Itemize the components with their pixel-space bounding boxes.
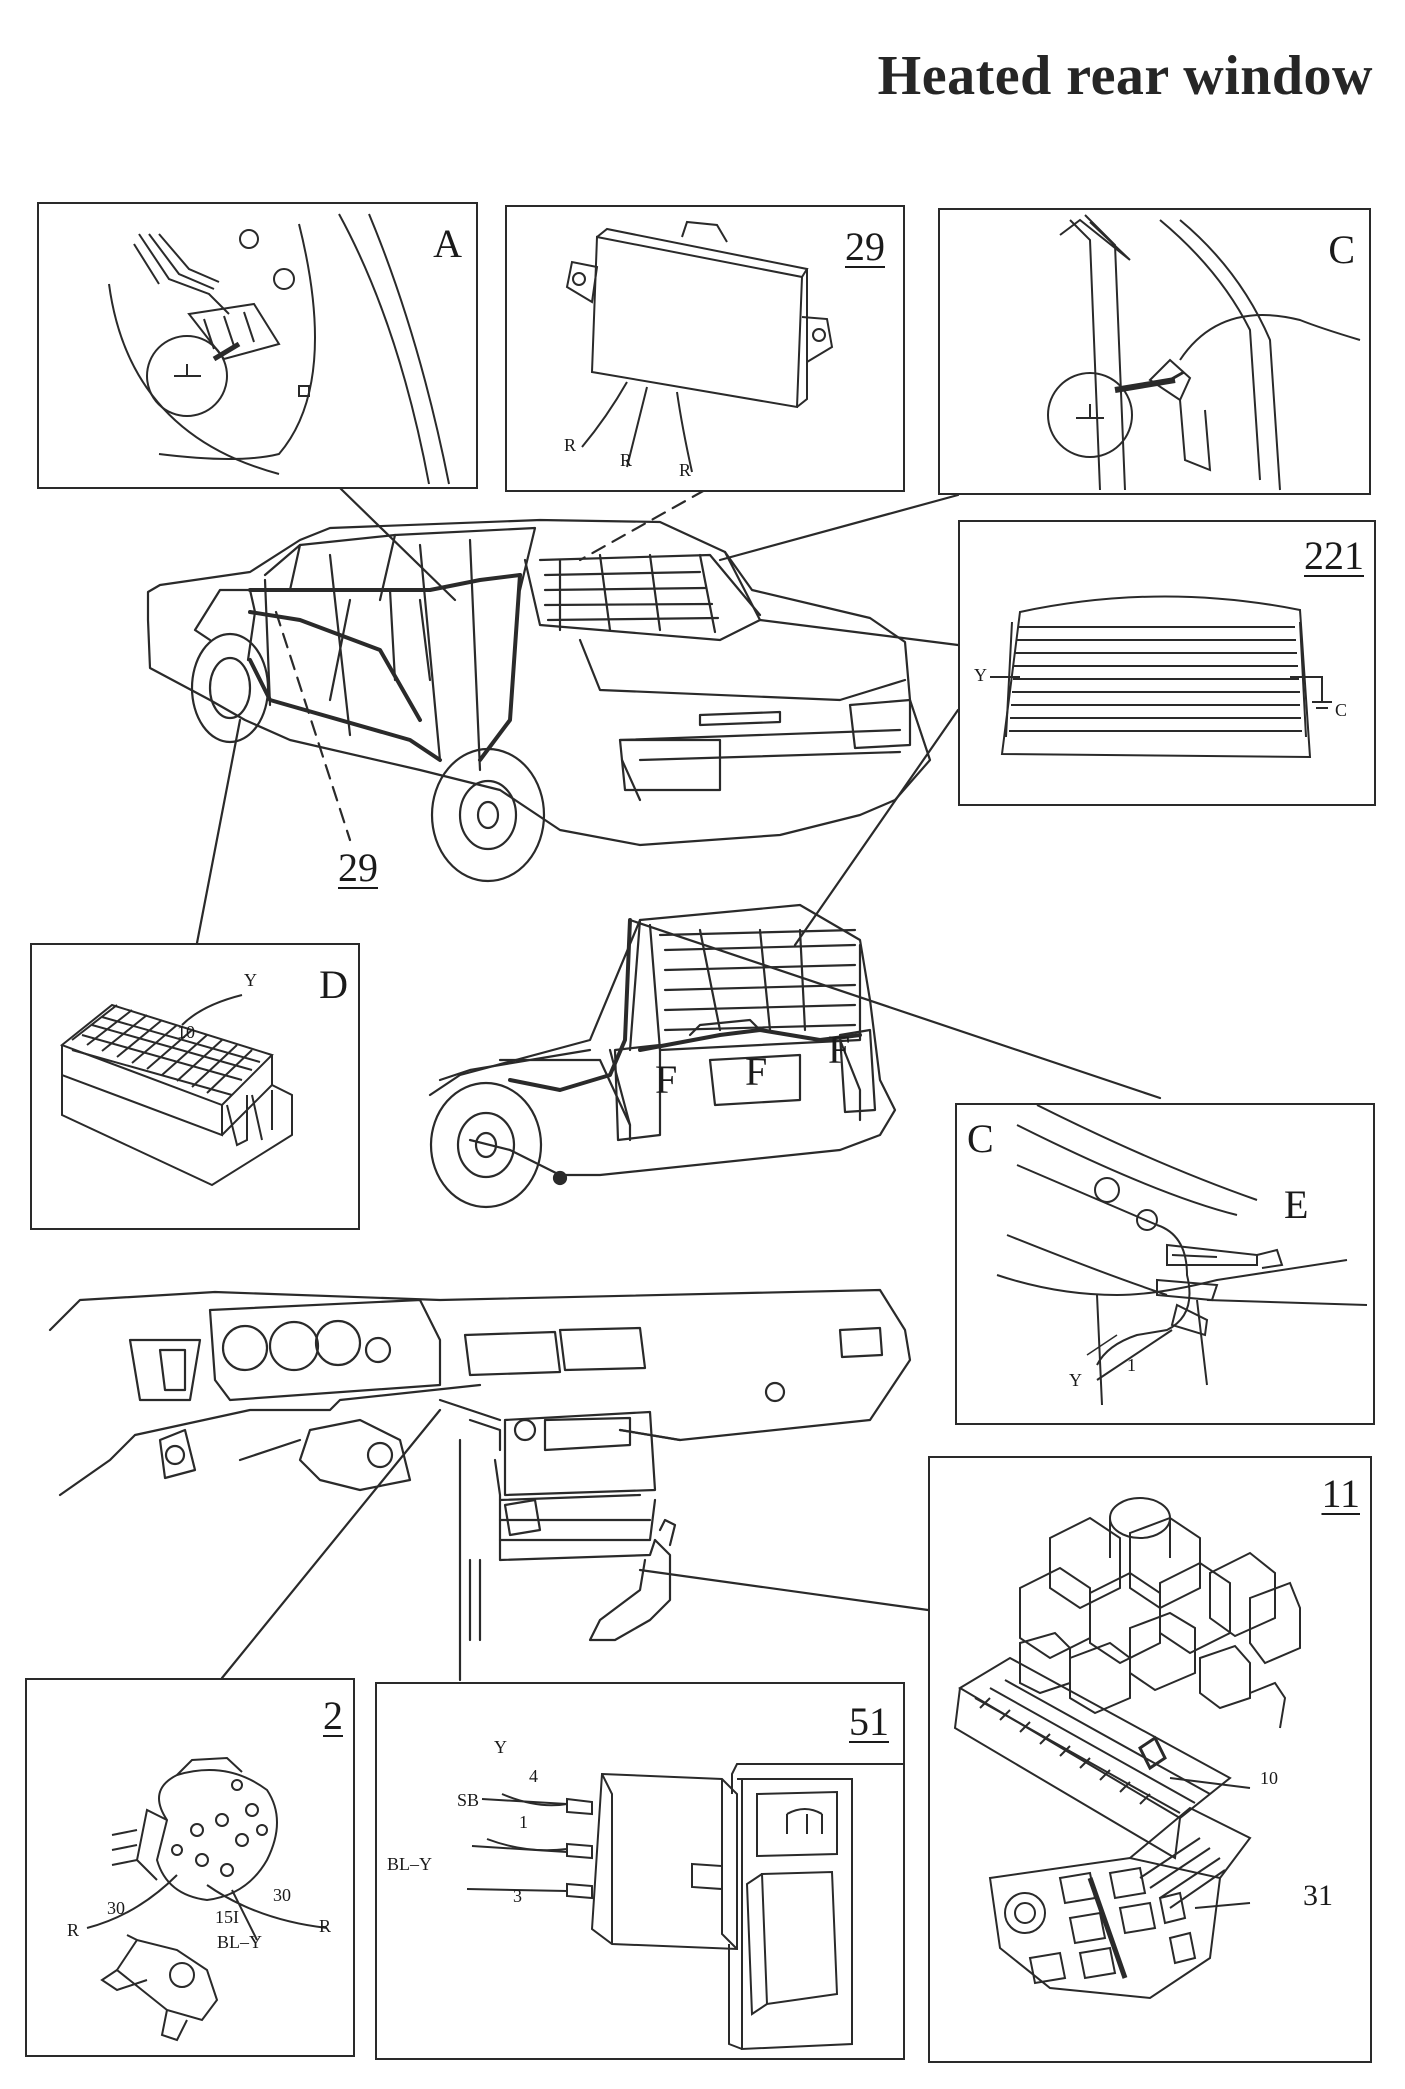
- wire-R-1: R: [564, 435, 577, 455]
- wire-BL-Y: BL–Y: [387, 1854, 432, 1874]
- ignition-switch-drawing: [86, 1756, 328, 2042]
- rocker-switch-drawing: [466, 1763, 903, 2051]
- pin-1: 1: [1127, 1355, 1136, 1375]
- wire-Y: Y: [244, 970, 257, 990]
- leader-D: [195, 718, 242, 945]
- page-title: Heated rear window: [877, 45, 1373, 107]
- wagon-drawing: [428, 903, 897, 1209]
- panel-29: 29 R R R: [505, 205, 905, 492]
- ref-31: 31: [1303, 1879, 1333, 1912]
- leader-221a: [758, 618, 960, 647]
- ground-point-drawing: [108, 213, 450, 485]
- wire-Y: Y: [974, 665, 987, 685]
- panel-221-label: 221: [1304, 533, 1364, 578]
- panel-11-label: 11: [1321, 1471, 1360, 1516]
- panel-51-label: 51: [849, 1699, 889, 1744]
- leader-29-lower: [274, 610, 352, 842]
- wire-R-right: R: [319, 1916, 332, 1936]
- leader-C: [718, 493, 960, 562]
- panel-2-label: 2: [323, 1693, 343, 1738]
- panel-D: D Y 10: [30, 943, 360, 1230]
- wire-R-3: R: [679, 460, 692, 480]
- sedan-drawing: [146, 518, 932, 883]
- panel-221: 221 Y C: [958, 520, 1376, 806]
- pin-30-left: 30: [107, 1898, 125, 1918]
- leader-2: [220, 1408, 442, 1680]
- panel-11: 11 10 31: [928, 1456, 1372, 2063]
- wire-SB: SB: [457, 1790, 480, 1810]
- panel-D-label: D: [319, 962, 348, 1007]
- panel-C-top: C: [938, 208, 1371, 495]
- control-module-drawing: [565, 220, 834, 473]
- panel-C-lower: C E Y 1: [955, 1103, 1375, 1425]
- pin-3: 3: [513, 1886, 522, 1906]
- pin-10: 10: [177, 1022, 195, 1042]
- heated-rear-window-drawing: [990, 595, 1332, 759]
- panel-A-label: A: [433, 221, 462, 266]
- wire-Y: Y: [1069, 1370, 1082, 1390]
- panel-29-label: 29: [845, 224, 885, 269]
- panel-C-top-label: C: [1328, 227, 1355, 272]
- leader-11: [638, 1568, 930, 1612]
- label-F-right: F: [828, 1027, 851, 1072]
- pin-1: 1: [519, 1812, 528, 1832]
- label-F-center: F: [745, 1049, 768, 1094]
- panel-51: 51 Y 4 SB 1 BL–Y 3: [375, 1682, 905, 2060]
- ref-10: 10: [1260, 1768, 1278, 1788]
- pin-15I: 15I: [215, 1907, 239, 1927]
- fuse-relay-box-drawing: [953, 1497, 1301, 2000]
- wire-BL-Y: BL–Y: [217, 1932, 262, 1952]
- leader-221b: [793, 708, 960, 947]
- panel-2: 2 30 30 15I R R BL–Y: [25, 1678, 355, 2057]
- panel-A: A: [37, 202, 478, 489]
- leader-29: [578, 488, 707, 562]
- wire-Y: Y: [494, 1737, 507, 1757]
- rear-ground-drawing: [1047, 214, 1361, 491]
- panel-C-lower-label: C: [967, 1116, 994, 1161]
- label-F-left: F: [655, 1057, 678, 1102]
- pin-4: 4: [529, 1766, 538, 1786]
- wire-R-left: R: [67, 1920, 80, 1940]
- wire-C: C: [1335, 700, 1348, 720]
- fuse-connector-drawing: [60, 994, 293, 1187]
- pin-30-right: 30: [273, 1885, 291, 1905]
- leader-A: [338, 486, 457, 602]
- tailgate-connector-drawing: [996, 1105, 1368, 1406]
- dashboard-drawing: [48, 1288, 912, 1642]
- wire-R-2: R: [620, 450, 633, 470]
- label-E: E: [1284, 1182, 1309, 1227]
- label-29-harness: 29: [338, 845, 378, 890]
